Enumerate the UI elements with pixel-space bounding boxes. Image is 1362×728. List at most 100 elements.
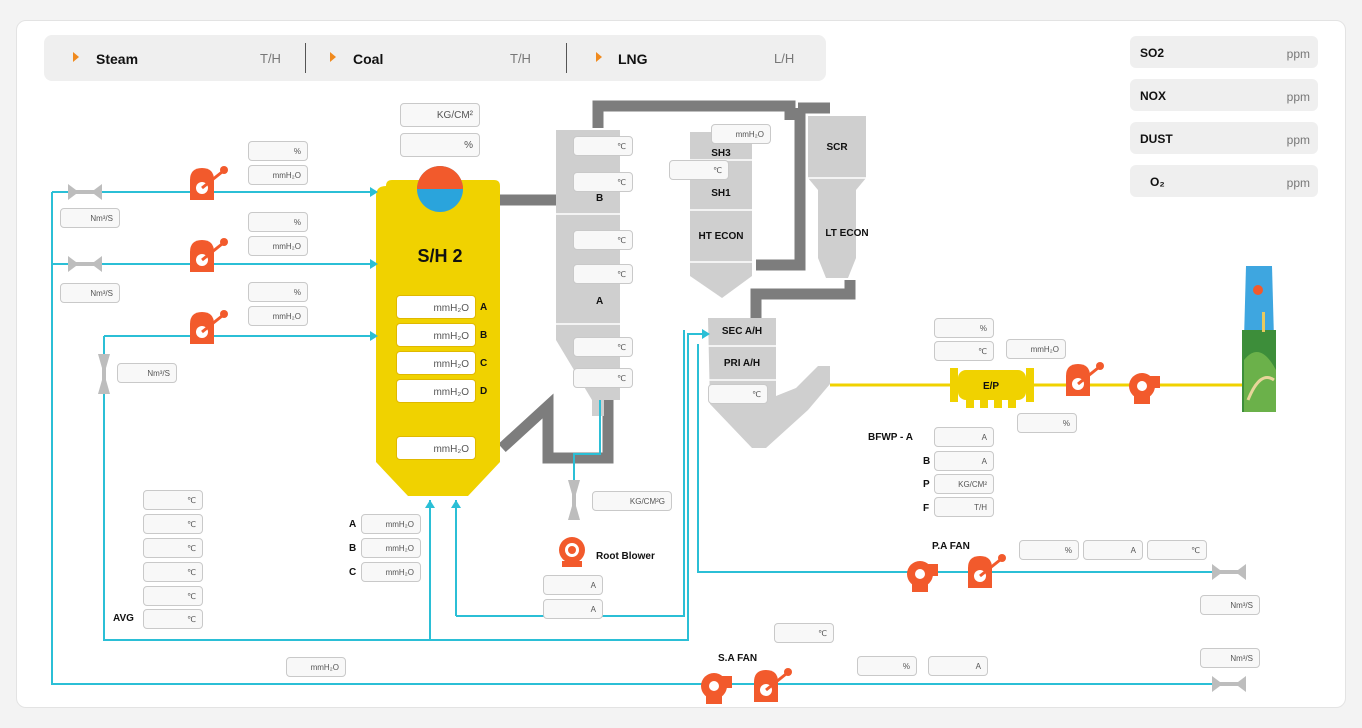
furnace-c-box[interactable]: mmH₂O [396,351,476,375]
o2-name: O₂ [1150,175,1165,189]
temp-5[interactable]: ℃ [143,586,203,606]
steam-label: Steam [96,51,139,67]
o2-unit: ppm [1286,176,1310,190]
sa-flow[interactable]: Nm³/S [1200,648,1260,668]
nox-readout[interactable]: NOX ppm [1130,79,1318,111]
ep-pressure[interactable]: mmH₂O [1006,339,1066,359]
sec-ah-label: SEC A/H [721,326,763,337]
sa-fan-temp[interactable]: ℃ [774,623,834,643]
bfwp-a[interactable]: A [934,427,994,447]
pa-flow[interactable]: Nm³/S [1200,595,1260,615]
sa-duct-pressure[interactable]: mmH₂O [286,657,346,677]
temp-1[interactable]: ℃ [143,490,203,510]
lt-econ-label: LT ECON [825,228,869,239]
tower-temp-6[interactable]: ℃ [573,368,633,388]
flow-arrows [370,187,710,508]
temp-4[interactable]: ℃ [143,562,203,582]
dust-readout[interactable]: DUST ppm [1130,122,1318,154]
panel-frame [16,20,1346,708]
fan2-pct[interactable]: % [248,212,308,232]
temp-2[interactable]: ℃ [143,514,203,534]
sa-fan-pct[interactable]: % [857,656,917,676]
pri-ah-label: PRI A/H [723,358,761,369]
divider [305,43,306,73]
stack-icon [1242,266,1276,412]
sh3-label: SH3 [711,148,731,159]
pa-fan-label: P.A FAN [932,541,970,552]
fan2-pressure[interactable]: mmH₂O [248,236,308,256]
nox-name: NOX [1140,89,1167,103]
tower-temp-3[interactable]: ℃ [573,230,633,250]
press-c[interactable]: mmH₂O [361,562,421,582]
ep-icon [950,368,1034,408]
fan-dampers [190,166,1104,702]
temp-3[interactable]: ℃ [143,538,203,558]
air-heater [708,318,830,448]
ep-label: E/P [982,381,1000,392]
fan1-pct[interactable]: % [248,141,308,161]
bfwp-f[interactable]: T/H [934,497,994,517]
line2-flow[interactable]: Nm³/S [60,283,120,303]
lng-arrow-icon [596,52,602,62]
scr-label: SCR [826,142,848,153]
furnace-a-box[interactable]: mmH₂O [396,295,476,319]
tower-temp-5[interactable]: ℃ [573,337,633,357]
divider [566,43,567,73]
root-blower-label: Root Blower [596,551,655,562]
sh3-pressure[interactable]: mmH₂O [711,124,771,144]
ep-temp[interactable]: ℃ [934,341,994,361]
fans [559,373,1160,704]
id-fan-pct[interactable]: % [1017,413,1077,433]
duct-dampers [68,184,1246,692]
bfwp-p[interactable]: KG/CM² [934,474,994,494]
steam-unit: T/H [260,51,281,66]
tower-temp-2[interactable]: ℃ [573,172,633,192]
press-a-label: A [349,519,357,530]
o2-readout[interactable]: O₂ ppm [1130,165,1318,197]
bfwp-b-label: B [923,456,931,467]
dust-name: DUST [1140,132,1173,146]
fan1-pressure[interactable]: mmH₂O [248,165,308,185]
pa-fan-temp[interactable]: ℃ [1147,540,1207,560]
fan3-pct[interactable]: % [248,282,308,302]
furnace-d-box[interactable]: mmH₂O [396,379,476,403]
ah-temp[interactable]: ℃ [708,384,768,404]
tower-temp-4[interactable]: ℃ [573,264,633,284]
row-c-label: C [480,358,488,369]
press-a[interactable]: mmH₂O [361,514,421,534]
sh-temp[interactable]: ℃ [669,160,729,180]
temp-avg[interactable]: ℃ [143,609,203,629]
pa-fan-amp[interactable]: A [1083,540,1143,560]
drum-level-box[interactable]: % [400,133,480,157]
tower-a-label: A [596,296,604,307]
lng-label: LNG [618,51,648,67]
furnace-bottom-box[interactable]: mmH₂O [396,436,476,460]
ep-pct[interactable]: % [934,318,994,338]
fan3-pressure[interactable]: mmH₂O [248,306,308,326]
boiler-title: S/H 2 [417,246,463,266]
so2-readout[interactable]: SO2 ppm [1130,36,1318,68]
tower-temp-1[interactable]: ℃ [573,136,633,156]
sa-fan-amp[interactable]: A [928,656,988,676]
drum-pressure-box[interactable]: KG/CM² [400,103,480,127]
pa-fan-pct[interactable]: % [1019,540,1079,560]
press-b[interactable]: mmH₂O [361,538,421,558]
bfwp-a-label: BFWP - A [868,432,913,443]
furnace-b-box[interactable]: mmH₂O [396,323,476,347]
root-blower-amp-1[interactable]: A [543,575,603,595]
row-d-label: D [480,386,488,397]
fuel-bar: Steam T/H Coal T/H LNG L/H [44,35,826,81]
line1-flow[interactable]: Nm³/S [60,208,120,228]
tower-b-label: B [596,193,604,204]
so2-name: SO2 [1140,46,1165,60]
line3-flow[interactable]: Nm³/S [117,363,177,383]
bfwp-b[interactable]: A [934,451,994,471]
bfwp-f-label: F [923,503,930,514]
coal-arrow-icon [330,52,336,62]
coal-unit: T/H [510,51,531,66]
root-blower-amp-2[interactable]: A [543,599,603,619]
root-blower-pressure[interactable]: KG/CM²G [592,491,672,511]
sa-fan-label: S.A FAN [718,653,758,664]
